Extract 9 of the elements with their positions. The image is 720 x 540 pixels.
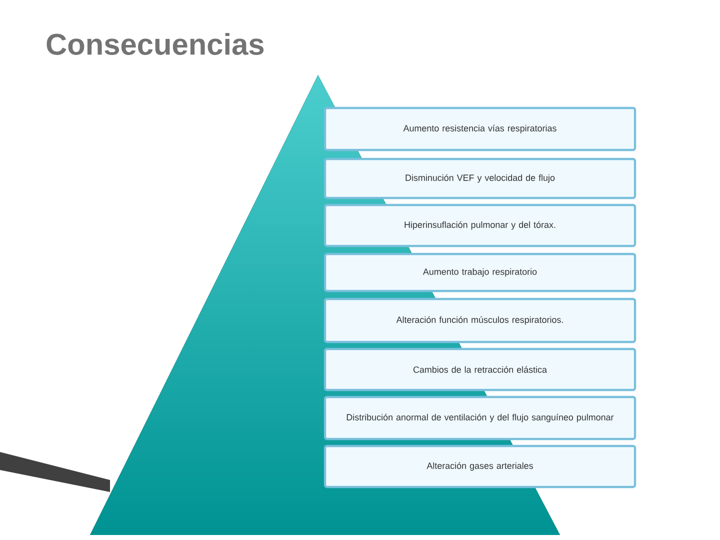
text-box: Aumento resistencia vías respiratorias bbox=[324, 106, 636, 152]
text-box: Hiperinsuflación pulmonar y del tórax. bbox=[324, 204, 636, 248]
text-box: Cambios de la retracción elástica bbox=[324, 348, 636, 392]
text-box: Disminución VEF y velocidad de flujo bbox=[324, 158, 636, 200]
text-box: Alteración gases arteriales bbox=[324, 444, 636, 488]
text-box: Distribución anormal de ventilación y del flujo sanguíneo pulmonar bbox=[324, 396, 636, 440]
text-box: Aumento trabajo respiratorio bbox=[324, 252, 636, 292]
title: Consecuencias bbox=[46, 33, 264, 55]
text-box: Alteración función músculos respiratorios. bbox=[324, 298, 636, 344]
